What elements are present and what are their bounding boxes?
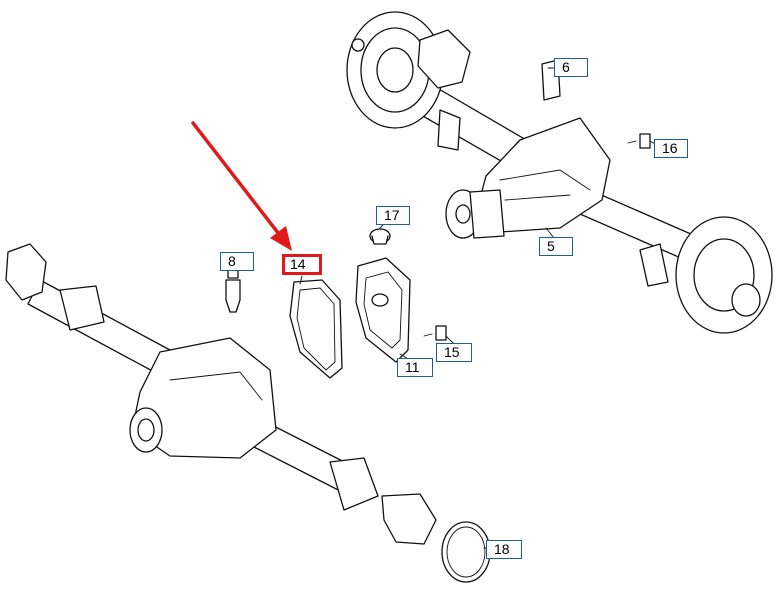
upper-axle-assembly <box>346 11 773 334</box>
callout-5[interactable]: 5 <box>539 237 573 256</box>
part-15-bolt <box>423 325 447 341</box>
callout-15[interactable]: 15 <box>436 343 472 362</box>
part-18-ring <box>441 521 491 583</box>
callout-18[interactable]: 18 <box>486 540 522 559</box>
callout-6[interactable]: 6 <box>554 58 588 77</box>
callout-17[interactable]: 17 <box>376 206 410 225</box>
highlight-arrow <box>191 121 292 251</box>
callout-14-highlighted[interactable]: 14 <box>282 254 322 275</box>
callout-16[interactable]: 16 <box>654 139 688 158</box>
part-8-breather <box>225 269 241 313</box>
part-14-gasket <box>289 279 343 379</box>
lower-axle-assembly <box>5 243 437 545</box>
callout-11[interactable]: 11 <box>397 358 433 377</box>
part-11-cover <box>355 257 411 363</box>
part-17-plug <box>369 228 391 245</box>
callout-8[interactable]: 8 <box>220 252 254 271</box>
part-16-bolt <box>627 133 651 149</box>
